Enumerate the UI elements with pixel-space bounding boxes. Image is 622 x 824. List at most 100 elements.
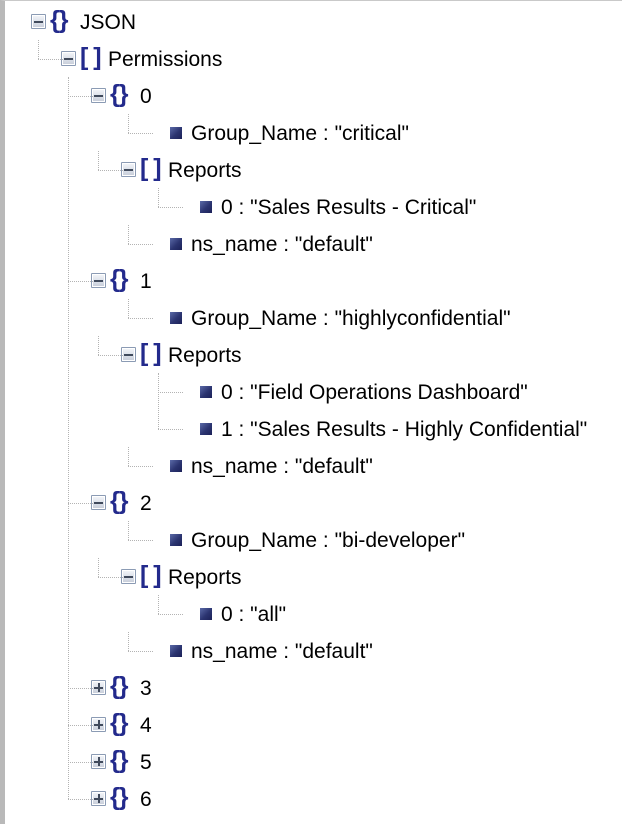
tree-node-label: Permissions xyxy=(108,48,223,71)
tree-node-label: ns_name : "default" xyxy=(191,233,373,256)
expand-plus-box[interactable] xyxy=(91,680,106,695)
collapse-minus-box[interactable] xyxy=(61,51,76,66)
tree-row[interactable]: [ ] Reports xyxy=(5,336,622,373)
object-braces-icon: {} xyxy=(50,6,68,34)
leaf-square-icon xyxy=(170,644,182,657)
tree-row[interactable]: {} 0 xyxy=(5,77,622,114)
tree-indent xyxy=(5,77,91,114)
tree-indent xyxy=(5,262,91,299)
tree-row[interactable]: {} 6 xyxy=(5,780,622,817)
collapse-minus-box[interactable] xyxy=(91,273,106,288)
expand-plus-box[interactable] xyxy=(91,754,106,769)
tree-indent xyxy=(5,521,151,558)
object-braces-icon: {} xyxy=(110,709,128,737)
tree-indent xyxy=(5,299,151,336)
tree-expander-spacer xyxy=(151,236,166,251)
leaf-square-icon xyxy=(170,237,182,250)
tree-row[interactable]: ns_name : "default" xyxy=(5,447,622,484)
tree-indent xyxy=(5,151,121,188)
array-brackets-icon: [ ] xyxy=(140,154,162,182)
tree-row[interactable]: 0 : "Field Operations Dashboard" xyxy=(5,373,622,410)
tree-expander-spacer xyxy=(151,458,166,473)
tree-row[interactable]: {} 4 xyxy=(5,706,622,743)
object-braces-icon: {} xyxy=(110,746,128,774)
leaf-square-icon xyxy=(170,126,182,139)
tree-row[interactable]: Group_Name : "critical" xyxy=(5,114,622,151)
object-braces-icon: {} xyxy=(110,783,128,811)
tree-row[interactable]: [ ]Permissions xyxy=(5,40,622,77)
tree-expander-spacer xyxy=(181,421,196,436)
tree-row[interactable]: [ ]Reports xyxy=(5,558,622,595)
tree-expander-spacer xyxy=(181,384,196,399)
collapse-minus-box[interactable] xyxy=(121,569,136,584)
tree-node-label: Group_Name : "highlyconfidential" xyxy=(191,307,511,330)
tree-row[interactable]: {} JSON xyxy=(5,3,622,40)
collapse-minus-box[interactable] xyxy=(91,88,106,103)
collapse-minus-box[interactable] xyxy=(91,495,106,510)
tree-node-label: Group_Name : "critical" xyxy=(191,122,409,145)
tree-row[interactable]: 1 : "Sales Results - Highly Confidential… xyxy=(5,410,622,447)
tree-indent xyxy=(5,558,121,595)
tree-node-label: JSON xyxy=(80,11,137,34)
tree-node-label: 0 : "all" xyxy=(221,603,287,626)
tree-indent xyxy=(5,447,151,484)
tree-node-label: Reports xyxy=(168,344,242,367)
array-brackets-icon: [ ] xyxy=(140,339,162,367)
tree-expander-spacer xyxy=(151,125,166,140)
leaf-square-icon xyxy=(200,422,212,435)
tree-indent xyxy=(5,669,91,706)
tree-indent xyxy=(5,225,151,262)
expand-plus-box[interactable] xyxy=(91,717,106,732)
collapse-minus-box[interactable] xyxy=(121,347,136,362)
tree-indent xyxy=(5,114,151,151)
tree-indent xyxy=(5,484,91,521)
tree-indent xyxy=(5,336,121,373)
tree-row[interactable]: {}2 xyxy=(5,484,622,521)
object-braces-icon: {} xyxy=(110,672,128,700)
tree-node-label: 4 xyxy=(140,714,152,737)
object-braces-icon: {} xyxy=(110,80,128,108)
tree-row[interactable]: {}5 xyxy=(5,743,622,780)
leaf-square-icon xyxy=(170,533,182,546)
tree-expander-spacer xyxy=(151,532,166,547)
tree-node-label: Group_Name : "bi-developer" xyxy=(191,529,466,552)
tree-indent xyxy=(5,706,91,743)
expand-plus-box[interactable] xyxy=(91,791,106,806)
tree-row[interactable]: {} 3 xyxy=(5,669,622,706)
tree-indent xyxy=(5,40,61,77)
tree-row[interactable]: [ ]Reports xyxy=(5,151,622,188)
tree-row[interactable]: ns_name : "default" xyxy=(5,225,622,262)
tree-node-label: 1 xyxy=(140,270,152,293)
tree-node-label: 0 : "Field Operations Dashboard" xyxy=(221,381,528,404)
leaf-square-icon xyxy=(170,459,182,472)
tree-row[interactable]: 0 : "all" xyxy=(5,595,622,632)
tree-indent xyxy=(5,410,181,447)
tree-node-label: 1 : "Sales Results - Highly Confidential… xyxy=(221,418,588,441)
object-braces-icon: {} xyxy=(110,487,128,515)
leaf-square-icon xyxy=(200,200,212,213)
leaf-square-icon xyxy=(200,607,212,620)
leaf-square-icon xyxy=(170,311,182,324)
leaf-square-icon xyxy=(200,385,212,398)
tree-expander-spacer xyxy=(151,310,166,325)
object-braces-icon: {} xyxy=(110,265,128,293)
tree-row[interactable]: Group_Name : "highlyconfidential" xyxy=(5,299,622,336)
tree-indent xyxy=(5,3,31,40)
tree-node-label: 0 xyxy=(140,85,152,108)
tree-row[interactable]: 0 : "Sales Results - Critical" xyxy=(5,188,622,225)
tree-node-label: ns_name : "default" xyxy=(191,640,373,663)
tree-node-label: 3 xyxy=(140,677,152,700)
tree-indent xyxy=(5,595,181,632)
collapse-minus-box[interactable] xyxy=(31,14,46,29)
tree-indent xyxy=(5,373,181,410)
tree-node-label: 6 xyxy=(140,788,152,811)
tree-row[interactable]: Group_Name : "bi-developer" xyxy=(5,521,622,558)
tree-row[interactable]: ns_name : "default" xyxy=(5,632,622,669)
tree-indent xyxy=(5,632,151,669)
collapse-minus-box[interactable] xyxy=(121,162,136,177)
tree-row[interactable]: {} 1 xyxy=(5,262,622,299)
tree-indent xyxy=(5,188,181,225)
array-brackets-icon: [ ] xyxy=(140,561,162,589)
tree-expander-spacer xyxy=(181,606,196,621)
